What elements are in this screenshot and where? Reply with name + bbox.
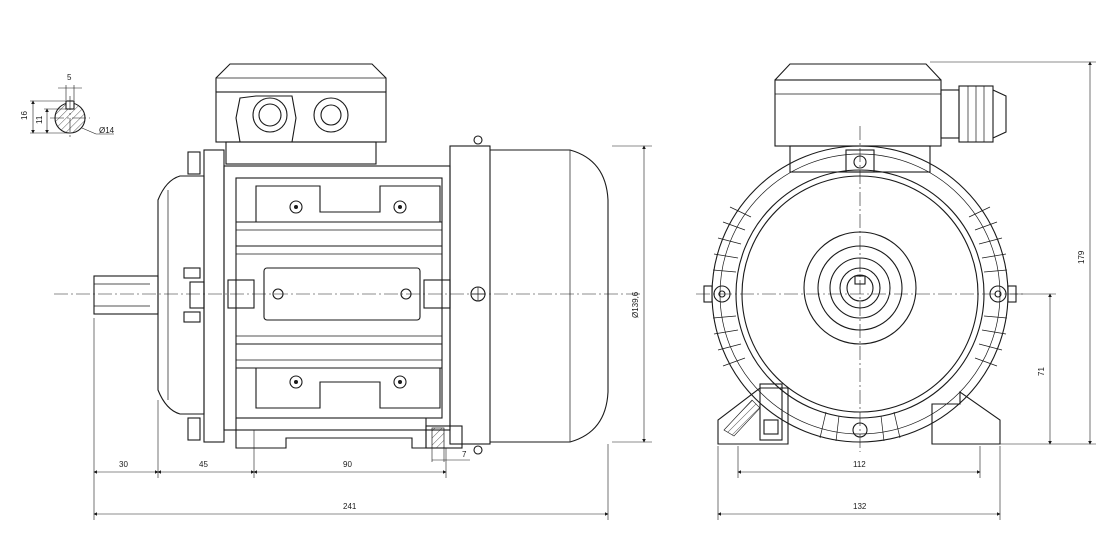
dim-foot-span: 90 [343,460,352,469]
keyway-height-outer-label: 16 [20,111,29,120]
dim-total-height: 179 [1077,250,1086,264]
dim-flange-to-foot: 45 [199,460,208,469]
dim-foot-width: 112 [853,460,866,469]
keyway-diameter-label: Ø14 [99,126,115,135]
keyway-detail [30,85,114,138]
side-view-dimensions [93,145,652,520]
dim-fan-diameter: Ø139,6 [631,291,640,318]
end-view-dimensions [717,61,1096,520]
dim-total-width: 132 [853,502,867,511]
keyway-height-inner-label: 11 [35,115,44,124]
dim-shaft-length: 30 [119,460,128,469]
dim-shaft-height: 71 [1037,367,1046,376]
dim-foot-thickness: 7 [462,450,467,459]
motor-end-view [696,63,1024,452]
motor-side-view [54,63,640,455]
dim-total-length: 241 [343,502,357,511]
keyway-width-label: 5 [67,73,72,82]
